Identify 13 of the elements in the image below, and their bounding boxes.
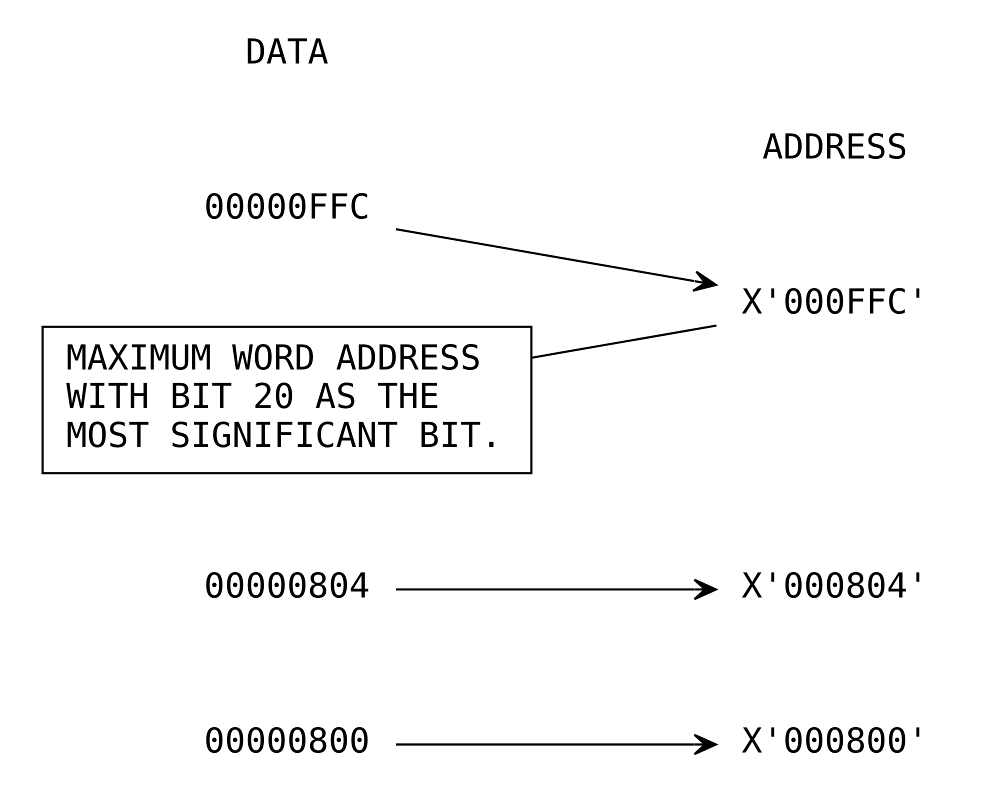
arrow xyxy=(395,578,717,600)
connector xyxy=(530,324,716,359)
arrow xyxy=(395,228,717,292)
node-text: X'000800' xyxy=(741,722,928,762)
node-text: X'000FFC' xyxy=(741,282,928,322)
node-text: 00000800 xyxy=(204,722,370,762)
label: ADDRESS xyxy=(762,127,908,168)
node-text: 00000FFC xyxy=(204,188,370,228)
label: DATA xyxy=(245,32,328,73)
arrow xyxy=(395,734,717,756)
node-text: X'000804' xyxy=(741,566,928,607)
node-box: MAXIMUM WORD ADDRESS WITH BIT 20 AS THE MOST SIGNIFICANT BIT. xyxy=(41,326,532,474)
node-text: 00000804 xyxy=(204,566,370,607)
